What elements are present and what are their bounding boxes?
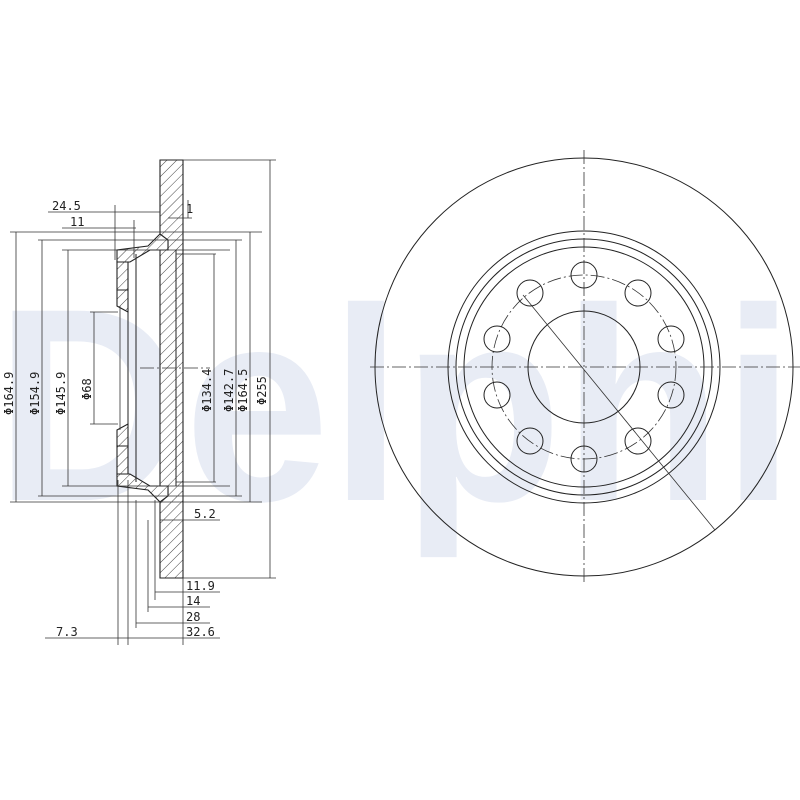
hat-upper-section xyxy=(116,233,169,263)
dim-d134-4-label: Φ134.4 xyxy=(200,369,214,412)
dim-d68-label: Φ68 xyxy=(80,378,94,400)
dim-14-label: 14 xyxy=(186,594,200,608)
dim-d164-5-label: Φ164.5 xyxy=(236,369,250,412)
dim-24-5-label: 24.5 xyxy=(52,199,81,213)
dim-d164-9-label: Φ164.9 xyxy=(2,372,16,415)
dim-11-9-label: 11.9 xyxy=(186,579,215,593)
side-section-view xyxy=(10,159,276,645)
bolt-holes xyxy=(483,261,685,473)
dim-7-3-label: 7.3 xyxy=(56,625,78,639)
dim-d255-label: Φ255 xyxy=(255,376,269,405)
dim-11-label: 11 xyxy=(70,215,84,229)
delphi-watermark: Delphi xyxy=(0,252,795,560)
hat-upper-wall xyxy=(116,261,129,291)
dim-d154-9-label: Φ154.9 xyxy=(28,372,42,415)
dim-5-2-label: 5.2 xyxy=(194,507,216,521)
front-disc-view xyxy=(370,150,800,585)
leader-line xyxy=(522,294,716,531)
dim-1-label: 1 xyxy=(186,202,193,216)
dim-d142-7-label: Φ142.7 xyxy=(222,369,236,412)
dim-32-6-label: 32.6 xyxy=(186,625,215,639)
hat-lower-wall xyxy=(116,445,129,475)
rotor-plate-section xyxy=(159,159,184,579)
dim-d145-9-label: Φ145.9 xyxy=(54,372,68,415)
dim-28-label: 28 xyxy=(186,610,200,624)
